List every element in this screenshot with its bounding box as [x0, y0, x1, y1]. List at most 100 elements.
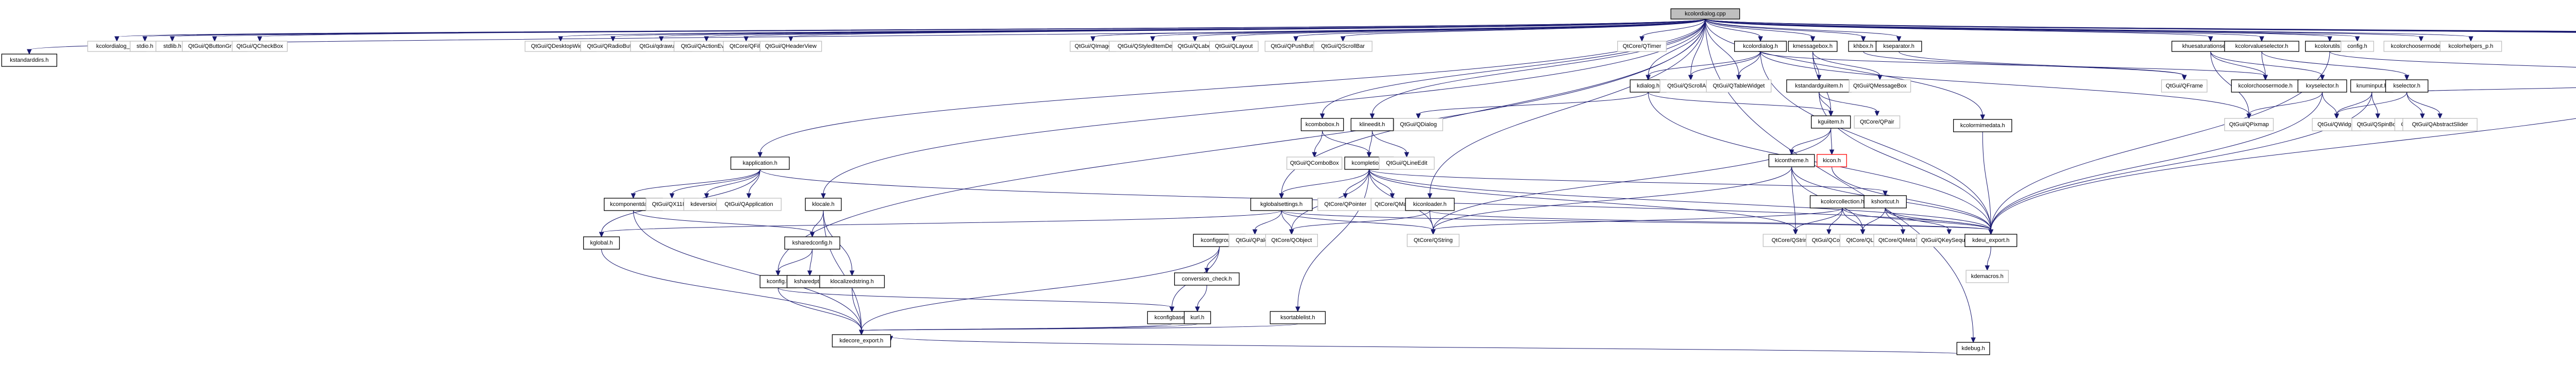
node-kcolorvaluesel[interactable]: kcolorvalueselector.h [2224, 41, 2299, 52]
edge-kcompletion-to-ksortablelist [1295, 169, 1369, 312]
arrowhead-icon [2327, 36, 2332, 42]
node-kcombobox[interactable]: kcombobox.h [1300, 118, 1344, 131]
edge-line [1987, 246, 1991, 267]
node-conversion-check[interactable]: conversion_check.h [1174, 272, 1240, 286]
arrowhead-icon [1192, 36, 1198, 42]
node-label: kshortcut.h [1871, 199, 1899, 205]
node-label: kseparator.h [1883, 43, 1914, 49]
node-kglobalsettings[interactable]: kglobalsettings.h [1250, 198, 1313, 211]
arrowhead-icon [1789, 149, 1794, 155]
edge-line [790, 19, 1706, 38]
edge-line [1842, 207, 1863, 231]
node-label: klocale.h [812, 201, 834, 207]
edge-kcolordialog_h-to-kcolorchoosermode [1760, 51, 2268, 81]
node-kguiitem[interactable]: kguiitem.h [1811, 115, 1851, 129]
edge-line [1705, 19, 2471, 38]
edge-line [890, 336, 1974, 355]
node-label: kcombobox.h [1306, 121, 1339, 128]
edge-root-to-qpushbutton [1293, 19, 1706, 42]
node-label: QtCore/QFile [730, 43, 763, 49]
node-khbox[interactable]: khbox.h [1848, 41, 1879, 52]
node-label: QtGui/QX11Info [652, 201, 692, 207]
edge-line [1322, 19, 1706, 115]
edge-line [1738, 51, 1761, 76]
arrowhead-icon [1758, 36, 1763, 42]
edge-klocale-to-kdecore_export [823, 210, 864, 336]
edge-line [633, 169, 760, 195]
edge-kcolorcollection-to-kdeui_export [1842, 207, 1994, 235]
node-kcolorchoosermode[interactable]: kcolorchoosermode.h [2231, 79, 2300, 93]
node-ksortablelist[interactable]: ksortablelist.h [1269, 311, 1326, 324]
edge-line [1429, 210, 1434, 231]
edge-line [1982, 131, 1991, 231]
arrowhead-icon [821, 193, 826, 199]
node-root[interactable]: kcolordialog.cpp [1670, 8, 1740, 20]
node-label: QtCore/QMetaType [1878, 237, 1927, 244]
node-kurl[interactable]: kurl.h [1183, 311, 1211, 324]
edge-kconfig-to-kconfigbase [777, 287, 1175, 312]
node-kstandardguiitem[interactable]: kstandardguiitem.h [1786, 79, 1852, 93]
node-box [1788, 41, 1838, 52]
arrowhead-icon [809, 232, 815, 238]
edge-line [1281, 210, 1434, 231]
edge-khuesat-to-kxyselector [2210, 51, 2325, 81]
node-label: kurl.h [1191, 315, 1205, 321]
node-label: QtGui/QLayout [1215, 43, 1252, 49]
edge-line [1690, 51, 1761, 76]
node-box [2439, 41, 2502, 52]
node-label: kicontheme.h [1775, 158, 1808, 164]
node-label: QtGui/QColor [1812, 237, 1846, 244]
node-qactionevent: QtGui/QActionEvent [673, 41, 739, 52]
node-label: QtGui/qdrawutil.h [639, 43, 683, 49]
node-klineedit[interactable]: klineedit.h [1350, 118, 1394, 131]
edge-line [601, 249, 862, 331]
edge-line [1433, 128, 1832, 231]
node-box [2341, 41, 2374, 52]
edge-kapplication-to-qapplication [746, 169, 760, 199]
node-kcolordialog-h[interactable]: kcolordialog.h [1734, 41, 1787, 52]
node-box [1964, 234, 2018, 247]
edge-line [2336, 92, 2372, 115]
node-label: knuminput.h [2357, 83, 2387, 89]
arrowhead-icon [1319, 113, 1325, 119]
node-box [1817, 154, 1847, 167]
node-kicon[interactable]: kicon.h [1817, 154, 1847, 167]
arrowhead-icon [743, 36, 749, 42]
edge-kguiitem-to-qstring [1430, 128, 1832, 235]
node-kicontheme[interactable]: kicontheme.h [1768, 154, 1815, 167]
node-kdecore-export[interactable]: kdecore_export.h [832, 334, 891, 347]
node-klocale[interactable]: klocale.h [805, 198, 842, 211]
node-kapplication[interactable]: kapplication.h [730, 157, 790, 170]
arrowhead-icon [1829, 149, 1835, 155]
node-kxyselector[interactable]: kxyselector.h [2297, 79, 2347, 93]
node-box [1313, 41, 1372, 52]
node-kseparator[interactable]: kseparator.h [1875, 41, 1922, 52]
edge-line [2210, 51, 2323, 76]
node-kselector[interactable]: kselector.h [2385, 79, 2429, 93]
edge-root-to-kseparator [1705, 19, 1902, 42]
node-box [730, 157, 790, 170]
node-kcolormimedata[interactable]: kcolormimedata.h [1953, 119, 2012, 132]
node-ksharedconfig[interactable]: ksharedconfig.h [784, 236, 840, 250]
edge-line [1705, 19, 1900, 38]
node-klocalizedstring[interactable]: klocalizedstring.h [819, 275, 885, 288]
edge-kiconloader-to-qobject [1289, 210, 1430, 235]
node-kiconloader[interactable]: kiconloader.h [1405, 198, 1455, 211]
node-label: kdeversion.h [690, 201, 722, 207]
edge-kselector-to-qpainter [2406, 87, 2576, 93]
edge-line [777, 287, 1173, 308]
node-kglobal[interactable]: kglobal.h [583, 236, 620, 250]
node-kshortcut[interactable]: kshortcut.h [1863, 195, 1907, 208]
edge-klocalizedstring-to-kdecore_export [852, 287, 864, 336]
node-kmessagebox[interactable]: kmessagebox.h [1788, 41, 1838, 52]
node-kdeui-export[interactable]: kdeui_export.h [1964, 234, 2018, 247]
edge-kdebug-to-kdecore_export [888, 336, 1974, 355]
node-box [2297, 79, 2347, 93]
node-label: QtGui/QComboBox [1290, 160, 1339, 166]
edge-line [1281, 210, 1292, 231]
node-kdebug[interactable]: kdebug.h [1956, 342, 1990, 355]
node-qtimer: QtCore/QTimer [1617, 41, 1667, 52]
node-box [1350, 118, 1394, 131]
node-kstandarddirs[interactable]: kstandarddirs.h [1, 54, 57, 67]
edge-line [1194, 19, 1706, 38]
